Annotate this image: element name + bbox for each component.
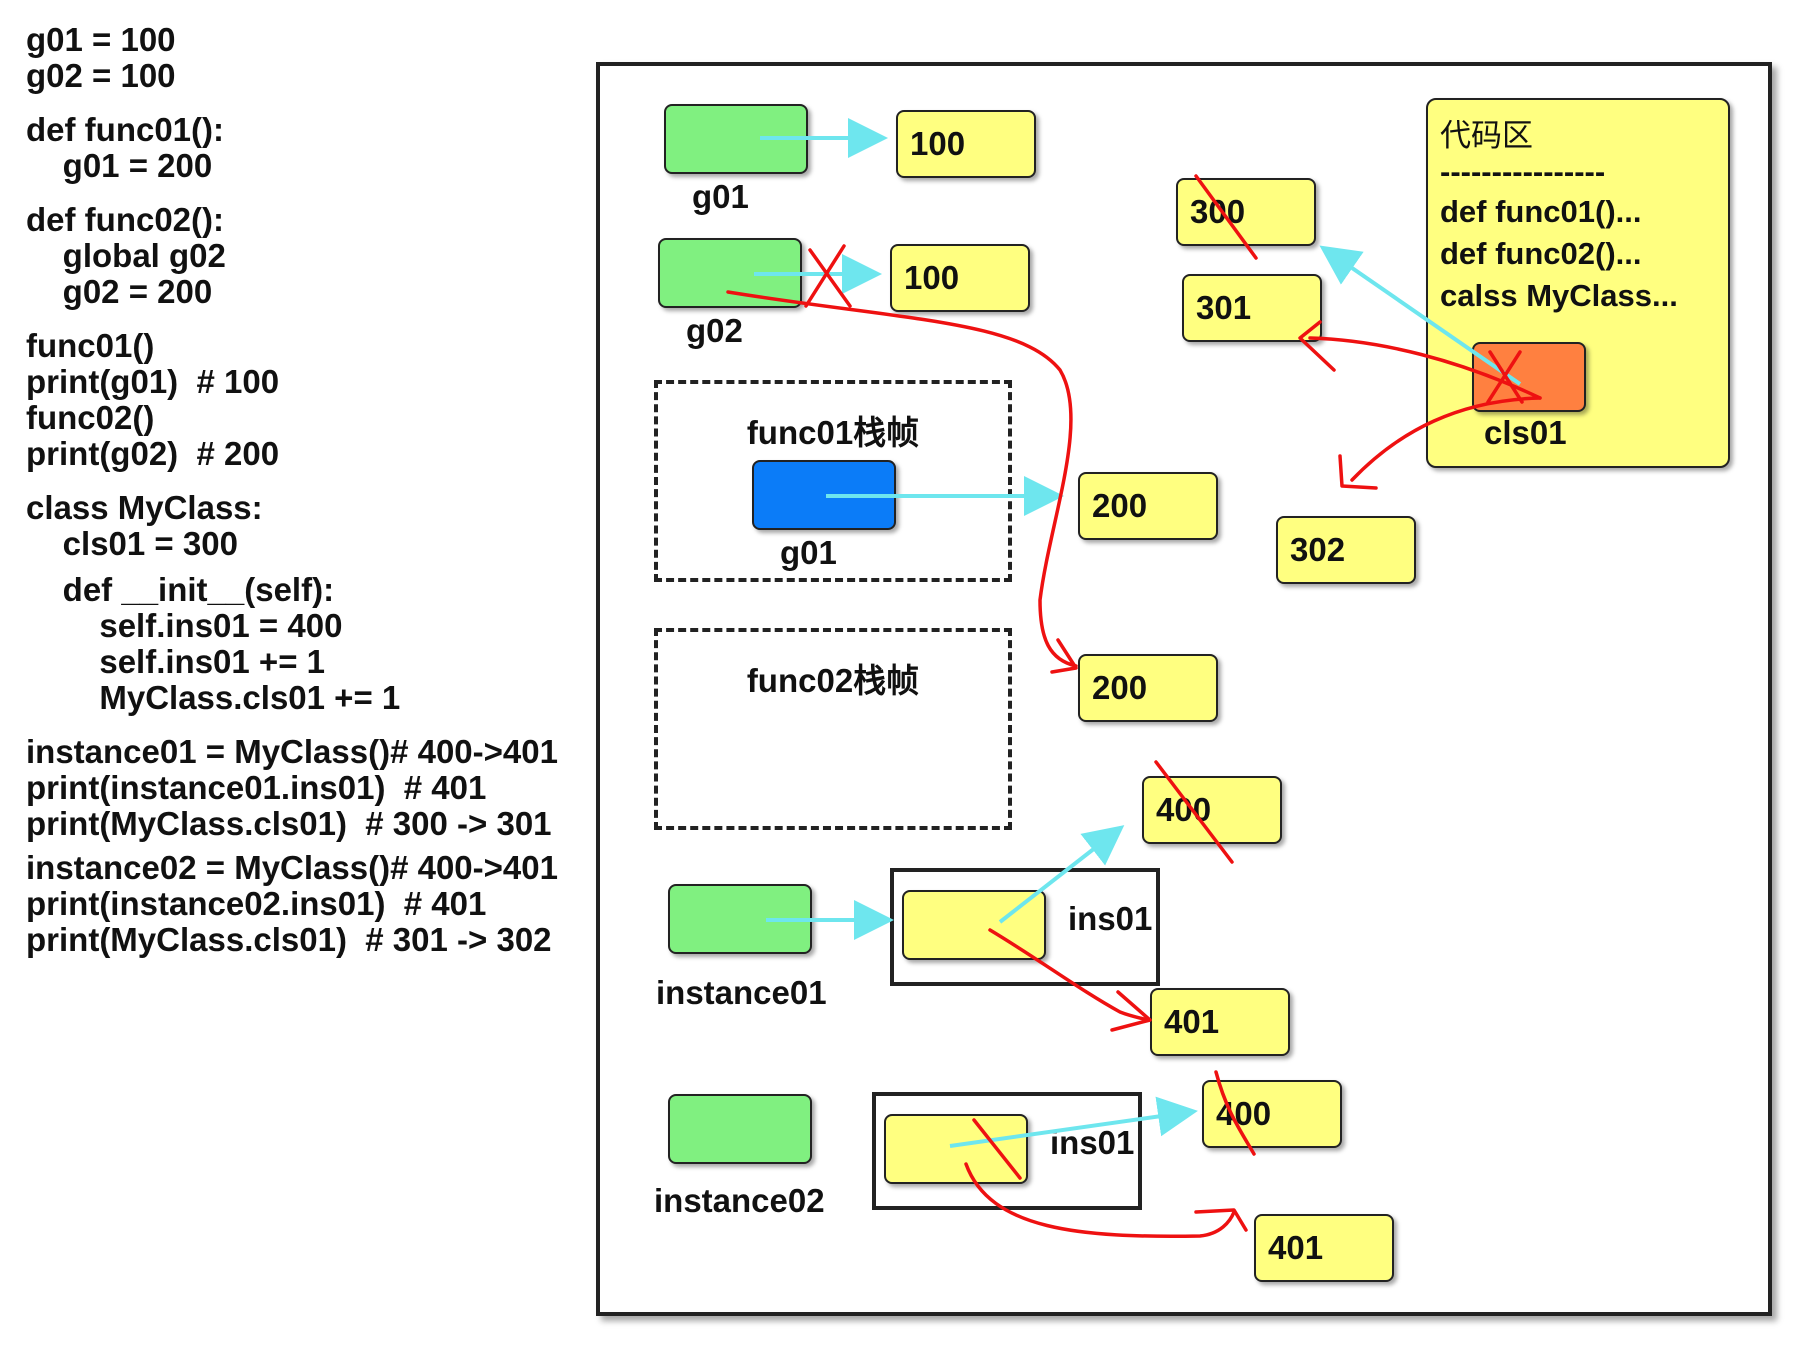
code-area-separator: ---------------- bbox=[1440, 154, 1606, 189]
code-area-line: def func01()... bbox=[1440, 194, 1642, 229]
code-line: def func02(): bbox=[26, 201, 224, 238]
value-func02-200: 200 bbox=[1078, 654, 1218, 722]
code-line: def __init__(self): bbox=[26, 571, 335, 608]
code-line: print(instance01.ins01) # 401 bbox=[26, 769, 487, 806]
local-g01-box bbox=[752, 460, 896, 530]
instance01-ins01-box bbox=[902, 890, 1046, 960]
code-line: g02 = 200 bbox=[26, 273, 213, 310]
code-line: instance02 = MyClass()# 400->401 bbox=[26, 849, 558, 886]
variable-g01-box bbox=[664, 104, 808, 174]
code-line: cls01 = 300 bbox=[26, 525, 238, 562]
variable-instance01-label: instance01 bbox=[656, 974, 827, 1011]
value-ins01-401-a: 401 bbox=[1150, 988, 1290, 1056]
variable-instance01-box bbox=[668, 884, 812, 954]
code-line: print(g02) # 200 bbox=[26, 435, 280, 472]
local-g01-label: g01 bbox=[780, 534, 837, 571]
code-line: self.ins01 += 1 bbox=[26, 643, 325, 680]
value-func01-200: 200 bbox=[1078, 472, 1218, 540]
code-line: instance01 = MyClass()# 400->401 bbox=[26, 733, 558, 770]
code-area-line: calss MyClass... bbox=[1440, 278, 1678, 313]
variable-g02-box bbox=[658, 238, 802, 308]
stack-frame-func02: func02栈帧 bbox=[654, 628, 1012, 830]
value-ins01-401-b: 401 bbox=[1254, 1214, 1394, 1282]
code-line: def func01(): bbox=[26, 111, 224, 148]
code-line: func02() bbox=[26, 399, 155, 436]
code-line: g01 = 200 bbox=[26, 147, 213, 184]
instance02-ins01-box bbox=[884, 1114, 1028, 1184]
code-line: print(MyClass.cls01) # 300 -> 301 bbox=[26, 805, 552, 842]
variable-instance02-box bbox=[668, 1094, 812, 1164]
value-g01: 100 bbox=[896, 110, 1036, 178]
class-variable-cls01-box bbox=[1472, 342, 1586, 412]
code-line: print(g01) # 100 bbox=[26, 363, 280, 400]
value-ins01-400-a: 400 bbox=[1142, 776, 1282, 844]
stack-frame-title: func02栈帧 bbox=[746, 662, 920, 699]
code-line: g01 = 100 bbox=[26, 21, 176, 58]
value-g02-old: 100 bbox=[890, 244, 1030, 312]
value-cls01-301: 301 bbox=[1182, 274, 1322, 342]
variable-g02-label: g02 bbox=[686, 312, 743, 349]
code-line: g02 = 100 bbox=[26, 57, 176, 94]
variable-instance02-label: instance02 bbox=[654, 1182, 825, 1219]
code-line: print(MyClass.cls01) # 301 -> 302 bbox=[26, 921, 552, 958]
code-area-line: def func02()... bbox=[1440, 236, 1642, 271]
instance01-ins01-label: ins01 bbox=[1068, 900, 1153, 937]
code-line: global g02 bbox=[26, 237, 226, 274]
code-area-title: 代码区 bbox=[1440, 118, 1533, 153]
code-line: self.ins01 = 400 bbox=[26, 607, 343, 644]
code-line: print(instance02.ins01) # 401 bbox=[26, 885, 487, 922]
value-cls01-300: 300 bbox=[1176, 178, 1316, 246]
code-area: 代码区 ---------------- def func01()... def… bbox=[1426, 98, 1730, 468]
variable-g01-label: g01 bbox=[692, 178, 749, 215]
code-line: func01() bbox=[26, 327, 155, 364]
stack-frame-title: func01栈帧 bbox=[746, 414, 920, 451]
class-variable-cls01-label: cls01 bbox=[1484, 414, 1567, 451]
instance02-ins01-label: ins01 bbox=[1050, 1124, 1135, 1161]
value-ins01-400-b: 400 bbox=[1202, 1080, 1342, 1148]
code-line: MyClass.cls01 += 1 bbox=[26, 679, 401, 716]
code-line: class MyClass: bbox=[26, 489, 263, 526]
value-cls01-302: 302 bbox=[1276, 516, 1416, 584]
